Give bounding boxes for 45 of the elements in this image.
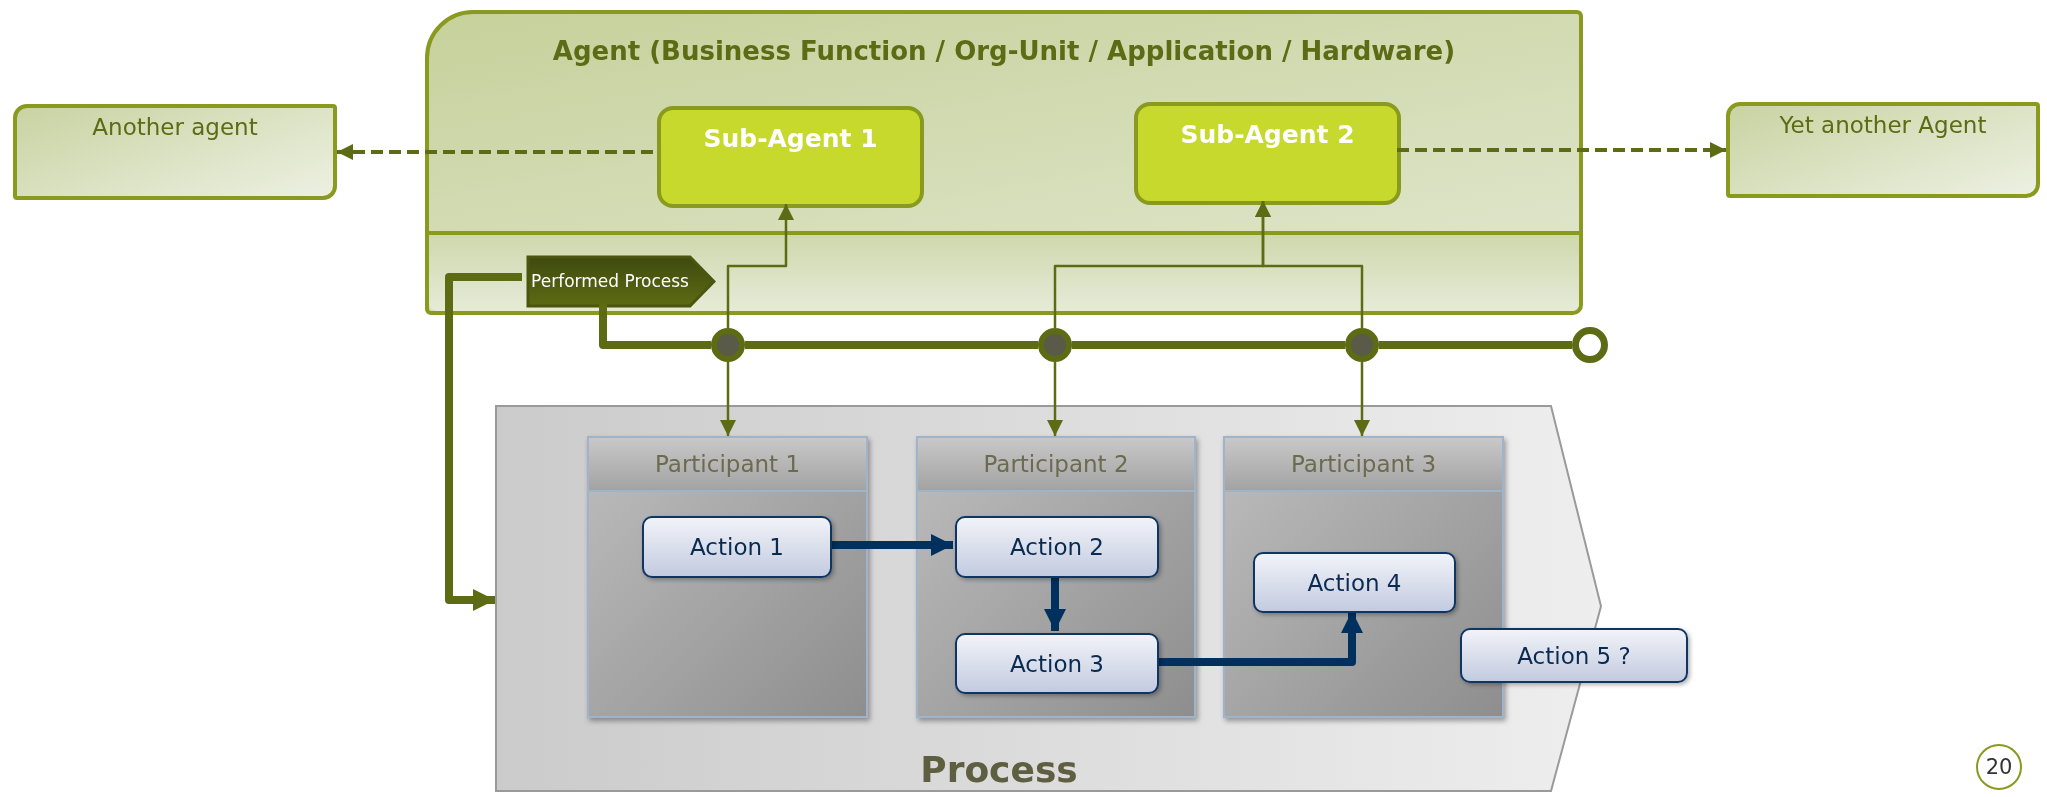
junction-dot [1038, 328, 1072, 362]
page-number: 20 [1976, 744, 2022, 790]
junction-dot [711, 328, 745, 362]
arrow [726, 204, 794, 328]
arrow [1044, 576, 1066, 631]
arrow [1157, 611, 1363, 666]
junction-dot [1345, 328, 1379, 362]
arrow [445, 273, 522, 611]
participant-lane [587, 436, 868, 718]
box-label: Action 4 [1307, 569, 1402, 596]
arrow [1047, 362, 1063, 436]
action-box [955, 633, 1159, 694]
lane-header: Participant 1 [589, 438, 866, 492]
process-tag [526, 255, 716, 308]
tag-label: Performed Process [531, 271, 689, 292]
box-label: Action 5 ? [1517, 642, 1631, 669]
agent-container [425, 10, 1583, 315]
end-circle [1572, 327, 1608, 363]
box-label: Another agent [92, 114, 258, 142]
box-label: Sub-Agent 2 [1180, 120, 1355, 151]
arrow [830, 534, 953, 556]
box-label: Action 3 [1010, 650, 1104, 677]
lane-header: Participant 2 [918, 438, 1194, 492]
arrow [1354, 362, 1370, 436]
box-label: Action 2 [1010, 534, 1104, 560]
action-box [1460, 628, 1688, 683]
box-label: Action 1 [690, 534, 784, 560]
box-label: Sub-Agent 1 [703, 124, 878, 155]
participant-lane [1223, 436, 1504, 718]
agent-box [13, 104, 337, 200]
container-heading: Agent (Business Function / Org-Unit / Application / Hardware) [551, 36, 1457, 66]
sub-agent-box [1134, 102, 1401, 205]
arrow [1397, 142, 1726, 158]
participant-lane [916, 436, 1196, 718]
agent-box [1726, 102, 2040, 198]
arrow [1255, 201, 1364, 328]
action-box [642, 516, 832, 578]
process-label: Process [920, 749, 1078, 790]
arrow [337, 144, 653, 160]
action-box [1253, 552, 1456, 613]
box-label: Yet another Agent [1779, 112, 1987, 140]
arrow [720, 362, 736, 436]
action-box [955, 516, 1159, 578]
sub-agent-box [657, 106, 924, 208]
lane-header: Participant 3 [1225, 438, 1502, 492]
